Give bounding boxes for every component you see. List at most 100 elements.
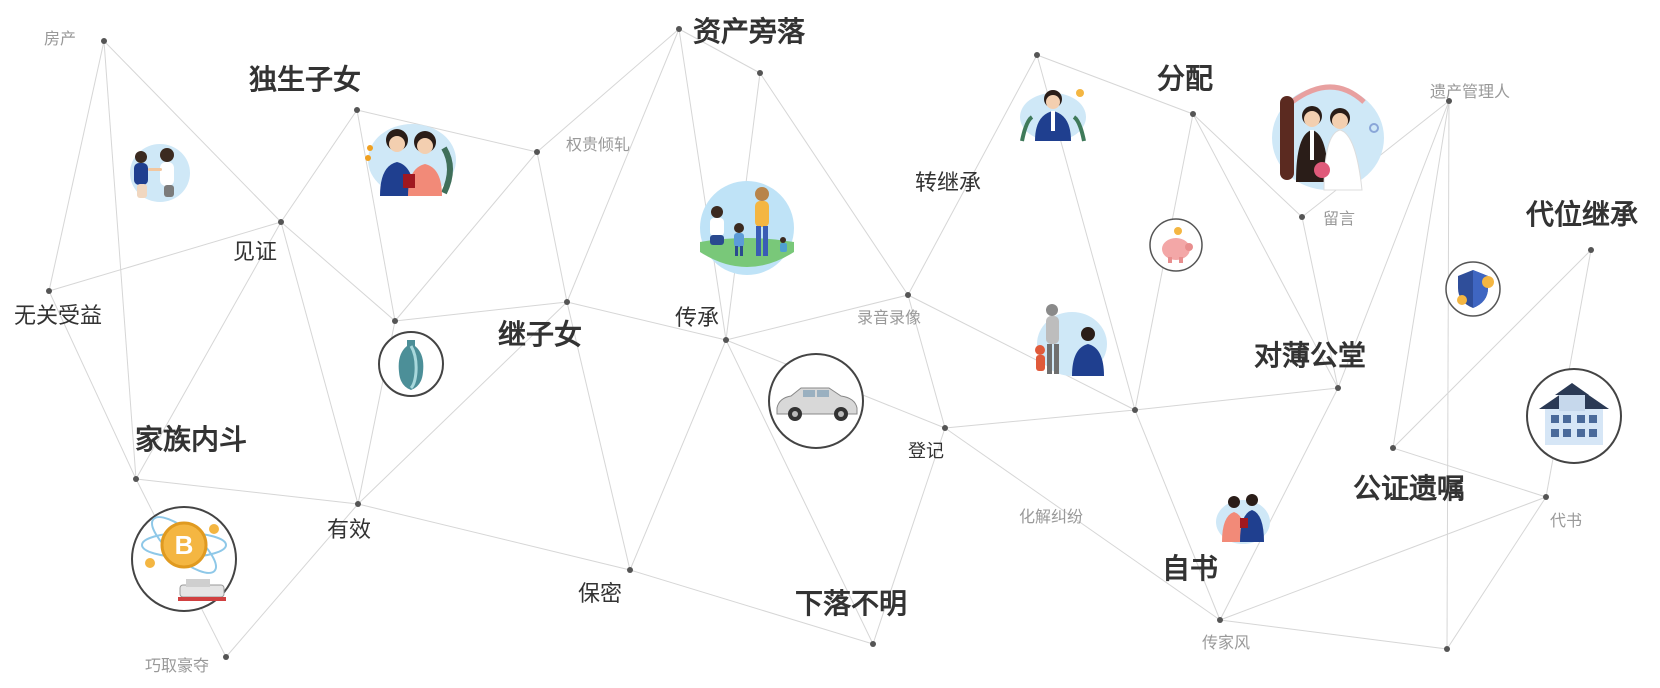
label-fang-chan: 房产 (44, 31, 77, 48)
edge-B-H (356, 109, 396, 322)
edge-C-I (566, 28, 680, 303)
edge-W-Z (1134, 409, 1221, 621)
label-fen-pei: 分配 (1157, 63, 1214, 94)
edge-T-U (629, 569, 874, 645)
node-dot-C (676, 26, 682, 32)
label-dai-wei-ji-cheng: 代位继承 (1526, 199, 1639, 230)
edge-C-D (678, 28, 761, 74)
node-dot-Z (1217, 617, 1223, 623)
edge-K-W (907, 294, 1136, 411)
edge-V-U (872, 427, 946, 645)
edge-H-I (394, 301, 568, 322)
edge-Y-Z (1219, 496, 1547, 621)
edge-A-R (103, 40, 137, 480)
edge-J-T (629, 339, 727, 571)
edge-W-Q (1134, 387, 1339, 411)
node-dot-K (905, 292, 911, 298)
label-jia-zu-nei-dou: 家族内斗 (135, 424, 248, 455)
svg-text:B: B (175, 530, 194, 560)
label-qiao-qu-hao-duo: 巧取豪夺 (145, 658, 210, 675)
edge-H-E (394, 151, 538, 322)
node-dot-E (534, 149, 540, 155)
businessman-illustration (1020, 89, 1086, 142)
node-dot-S (355, 501, 361, 507)
node-dot-AB (223, 654, 229, 660)
edge-E-C (536, 28, 680, 153)
edge-D-K (759, 72, 909, 296)
node-dot-J (723, 337, 729, 343)
label-dui-bo-gong-tang: 对薄公堂 (1254, 340, 1367, 371)
bitcoin-icon: B (131, 506, 237, 612)
node-dot-L (1034, 52, 1040, 58)
label-chuan-cheng: 传承 (675, 305, 720, 330)
edge-N-Q (1301, 216, 1339, 389)
edge-R-S (135, 478, 359, 505)
piggy-bank-icon (1149, 218, 1203, 272)
edge-I-T (566, 301, 631, 571)
edge-Q-Z (1219, 387, 1339, 621)
edge-X-P (1392, 249, 1592, 449)
node-dot-W (1132, 407, 1138, 413)
vase-icon (378, 331, 444, 397)
label-deng-ji: 登记 (908, 441, 944, 461)
young-couple-illustration (365, 124, 456, 196)
node-dot-X (1390, 445, 1396, 451)
edge-B-F (280, 109, 358, 223)
node-dot-Y (1543, 494, 1549, 500)
edge-A-G (48, 40, 105, 292)
edge-M-Q (1192, 113, 1339, 389)
node-dot-I (564, 299, 570, 305)
shield-coin-icon (1445, 261, 1501, 317)
edge-K-L (907, 54, 1038, 296)
edge-S-AB (225, 503, 359, 658)
label-jian-zheng: 见证 (233, 239, 278, 264)
label-quan-gui-qing-ya: 权贵倾轧 (566, 137, 631, 154)
node-dot-M (1190, 111, 1196, 117)
node-dot-G (46, 288, 52, 294)
edge-Z-AA (1219, 619, 1448, 650)
label-lu-yin-lu-xiang: 录音录像 (857, 310, 922, 327)
label-zi-shu: 自书 (1162, 553, 1219, 584)
edge-E-I (536, 151, 568, 303)
edge-Y-AA (1446, 496, 1547, 650)
node-dot-N (1299, 214, 1305, 220)
node-dot-P (1588, 247, 1594, 253)
node-dot-A (101, 38, 107, 44)
edge-X-Y (1392, 447, 1547, 498)
node-dot-AA (1444, 646, 1450, 652)
edge-K-V (907, 294, 946, 429)
label-dai-shu: 代书 (1550, 513, 1583, 530)
node-dot-B (354, 107, 360, 113)
label-liu-yan: 留言 (1323, 211, 1356, 228)
edge-B-E (356, 109, 538, 153)
edge-F-R (135, 221, 282, 480)
father-son-illustration (1035, 304, 1107, 376)
house-icon (1526, 368, 1622, 464)
node-dot-V (942, 425, 948, 431)
car-icon (768, 353, 864, 449)
label-zhuan-ji-cheng: 转继承 (915, 170, 982, 195)
edge-I-J (566, 301, 727, 341)
label-xia-luo-bu-ming: 下落不明 (795, 588, 908, 619)
node-dot-D (757, 70, 763, 76)
label-you-xiao: 有效 (327, 517, 372, 542)
label-zi-chan-pang-luo: 资产旁落 (693, 16, 806, 47)
node-dot-R (133, 476, 139, 482)
edge-J-K (725, 294, 909, 341)
label-hua-jie-jiu-fen: 化解纠纷 (1019, 509, 1084, 526)
node-dot-U (870, 641, 876, 647)
edge-V-Z (944, 427, 1221, 621)
edge-A-F (103, 40, 282, 223)
label-bao-mi: 保密 (578, 581, 623, 606)
label-ji-zi-nv: 继子女 (498, 319, 583, 350)
edge-J-U (725, 339, 874, 645)
node-dot-O (1446, 98, 1452, 104)
edge-L-M (1036, 54, 1194, 115)
edge-G-R (48, 290, 137, 480)
edge-M-N (1192, 113, 1303, 218)
caring-family-illustration (130, 144, 190, 202)
label-yi-chan-guan-li-ren: 遗产管理人 (1430, 84, 1511, 101)
wedding-couple-illustration (1272, 84, 1384, 191)
node-dot-Q (1335, 385, 1341, 391)
